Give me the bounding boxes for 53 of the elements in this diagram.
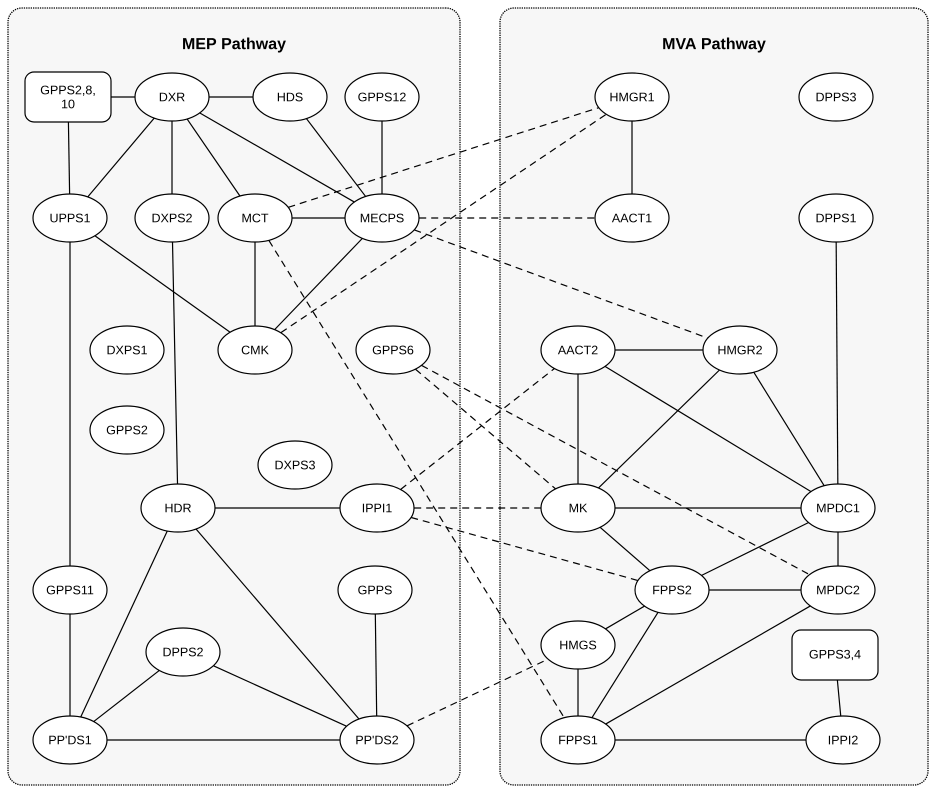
connector-line: [111, 96, 135, 98]
connector-line: [69, 242, 71, 566]
dashed-connector: [288, 107, 599, 208]
connector-line: [306, 118, 366, 197]
connector-line: [171, 121, 173, 194]
dashed-connector: [280, 114, 606, 334]
connector-line: [196, 528, 360, 720]
panel-heading: MEP Pathway: [183, 38, 286, 52]
connector-line: [577, 374, 579, 484]
dashed-connector: [419, 217, 595, 219]
connector-line: [592, 612, 658, 718]
connector-line: [605, 606, 645, 630]
connector-line: [615, 739, 806, 741]
gene-box: GPPS2,8, 10: [24, 71, 112, 123]
connector-line: [381, 121, 383, 194]
connector-line: [186, 118, 240, 196]
connector-line: [577, 669, 579, 716]
connector-line: [600, 526, 650, 572]
connector-line: [604, 366, 812, 492]
dashed-connector: [414, 507, 541, 509]
connector-line: [631, 121, 633, 194]
dashed-connector: [421, 364, 810, 576]
panel-heading: MVA Pathway: [663, 38, 766, 52]
dashed-connector: [414, 229, 708, 339]
connector-line: [615, 349, 703, 351]
connector-line: [598, 370, 720, 488]
connector-line: [254, 242, 256, 326]
connector-line: [292, 217, 345, 219]
gene-box: GPPS3,4: [791, 629, 879, 681]
connector-line: [606, 606, 810, 724]
connector-line: [200, 112, 354, 202]
connector-line: [374, 614, 378, 716]
connector-line: [93, 670, 160, 722]
connector-line: [209, 96, 253, 98]
connector-line: [837, 532, 839, 566]
connector-line: [107, 739, 340, 741]
connector-line: [701, 522, 809, 576]
connector-line: [94, 235, 230, 333]
connector-line: [80, 530, 168, 718]
connector-line: [213, 665, 347, 727]
connector-line: [709, 589, 801, 591]
connector-line: [215, 507, 340, 509]
connector-line: [836, 680, 842, 716]
connector-line: [87, 118, 155, 198]
connector-line: [274, 238, 363, 330]
connector-line: [753, 372, 825, 486]
connector-line: [836, 242, 838, 484]
connector-line: [69, 614, 71, 716]
connector-line: [615, 507, 801, 509]
connector-line: [172, 242, 178, 484]
connector-line: [68, 122, 70, 194]
dashed-connector: [268, 240, 565, 718]
dashed-connector: [411, 516, 638, 582]
